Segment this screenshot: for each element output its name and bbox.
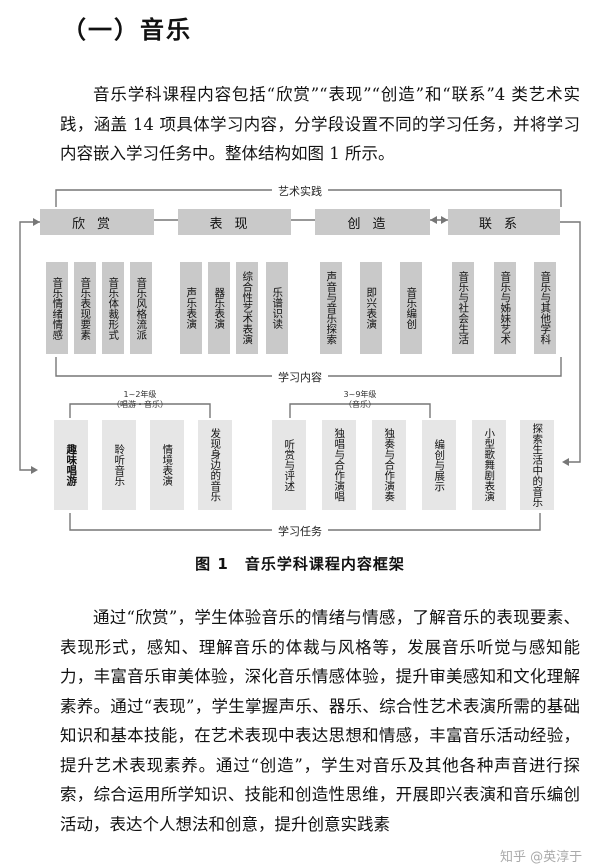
content-item: 音乐与姊妹艺术 bbox=[494, 262, 516, 354]
task-item: 发现身边的音乐 bbox=[198, 420, 232, 510]
task-label: 学习任务 bbox=[272, 523, 328, 539]
task-item: 情境表演 bbox=[150, 420, 184, 510]
content-label: 学习内容 bbox=[272, 369, 328, 385]
task-item: 独唱与合作演唱 bbox=[322, 420, 356, 510]
content-item: 器乐表演 bbox=[208, 262, 230, 354]
intro-paragraph: 音乐学科课程内容包括“欣赏”“表现”“创造”和“联系”4 类艺术实践，涵盖 14… bbox=[60, 85, 580, 163]
grade-group-3-9: 3~9年级 （音乐） bbox=[330, 390, 390, 410]
grade-3-9-subject: （音乐） bbox=[344, 400, 376, 409]
task-item: 聆听音乐 bbox=[102, 420, 136, 510]
practice-label: 艺术实践 bbox=[272, 183, 328, 199]
content-item: 即兴表演 bbox=[360, 262, 382, 354]
grade-group-1-2: 1~2年级 （唱游・音乐） bbox=[110, 390, 170, 410]
grade-3-9-label: 3~9年级 bbox=[343, 390, 377, 399]
content-item: 综合性艺术表演 bbox=[236, 262, 258, 354]
content-item: 声音与音乐探索 bbox=[320, 262, 342, 354]
content-item: 音乐与社会生活 bbox=[452, 262, 474, 354]
content-item: 音乐风格流派 bbox=[130, 262, 152, 354]
category-perform: 表现 bbox=[178, 209, 291, 235]
category-create: 创造 bbox=[315, 209, 430, 235]
task-item: 趣味唱游 bbox=[54, 420, 88, 510]
figure-title: 音乐学科课程内容框架 bbox=[244, 555, 405, 573]
task-item: 编创与展示 bbox=[422, 420, 456, 510]
body-paragraph: 通过“欣赏”，学生体验音乐的情绪与情感，了解音乐的表现要素、表现形式，感知、理解… bbox=[60, 608, 580, 834]
task-item: 听赏与评述 bbox=[272, 420, 306, 510]
task-item: 独奏与合作演奏 bbox=[372, 420, 406, 510]
content-item: 音乐编创 bbox=[400, 262, 422, 354]
figure-number: 图 1 bbox=[195, 555, 229, 573]
watermark: 知乎 @英淳于 bbox=[500, 850, 583, 865]
category-connect: 联系 bbox=[448, 209, 560, 235]
task-item: 小型歌舞剧表演 bbox=[472, 420, 506, 510]
grade-1-2-subject: （唱游・音乐） bbox=[112, 400, 168, 409]
task-item: 探索生活中的音乐 bbox=[520, 420, 554, 510]
section-heading: （一）音乐 bbox=[62, 16, 192, 44]
content-item: 声乐表演 bbox=[180, 262, 202, 354]
content-item: 音乐表现要素 bbox=[74, 262, 96, 354]
content-item: 乐谱识读 bbox=[266, 262, 288, 354]
content-item: 音乐与其他学科 bbox=[534, 262, 556, 354]
category-appreciate: 欣赏 bbox=[40, 209, 154, 235]
content-item: 音乐情绪情感 bbox=[46, 262, 68, 354]
figure-caption: 图 1 音乐学科课程内容框架 bbox=[0, 553, 600, 574]
grade-1-2-label: 1~2年级 bbox=[123, 390, 157, 399]
content-item: 音乐体裁形式 bbox=[102, 262, 124, 354]
